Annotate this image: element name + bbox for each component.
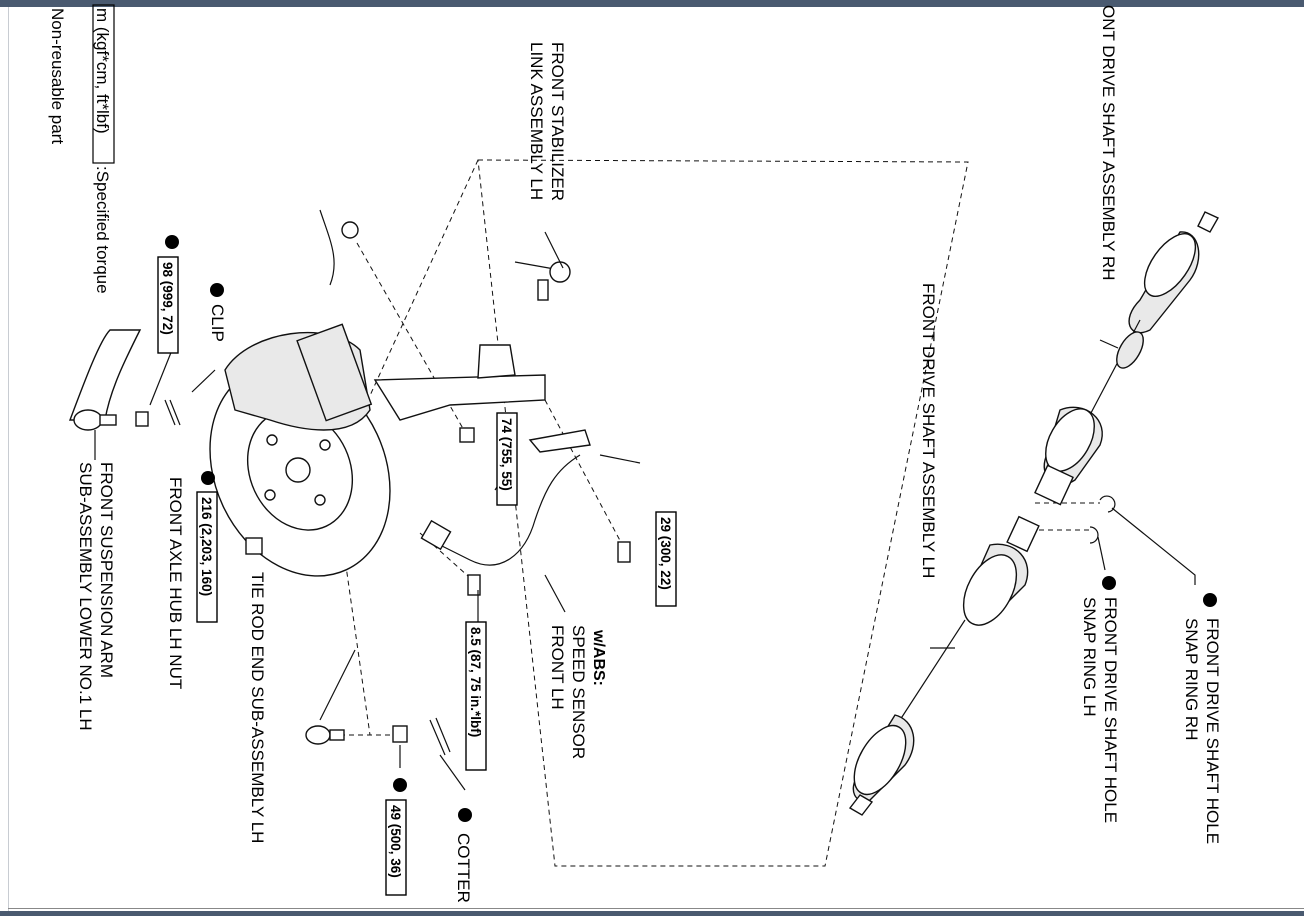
cotter-pin-icon xyxy=(429,717,451,756)
torque-box-98 xyxy=(157,256,179,354)
non-reusable-marker xyxy=(458,808,472,822)
leader-stabilizer xyxy=(544,231,564,269)
legend-torque-desc: :Specified torque xyxy=(93,166,112,294)
torque-74: 74 (755, 55) xyxy=(499,418,514,491)
non-reusable-marker xyxy=(1102,576,1116,590)
drive-shaft-lh xyxy=(848,515,1040,816)
bolt-29 xyxy=(617,541,631,563)
leader-cotter xyxy=(439,754,466,791)
non-reusable-marker xyxy=(1203,593,1217,607)
label-speed-sensor-1: SPEED SENSOR xyxy=(569,625,588,759)
torque-legend-box xyxy=(92,4,115,164)
label-snap-ring-lh-2: SNAP RING LH xyxy=(1080,597,1099,717)
torque-box-216 xyxy=(196,491,218,623)
window-top-bar xyxy=(0,0,1304,7)
leader-speed-sensor xyxy=(544,574,566,613)
legend: m (kgf*cm, ft*lbf) :Specified torque Non… xyxy=(48,4,115,294)
torque-29: 29 (300, 22) xyxy=(658,517,673,590)
label-axle-hub-nut: FRONT AXLE HUB LH NUT xyxy=(166,477,185,689)
torque-box-74 xyxy=(496,412,518,506)
speed-sensor-cable xyxy=(319,209,641,566)
torque-box-8-5 xyxy=(465,621,487,771)
leader-clip xyxy=(191,369,216,393)
torque-box-49 xyxy=(385,799,407,896)
nut-74 xyxy=(459,427,475,443)
non-reusable-marker xyxy=(201,471,215,485)
label-drive-shaft-lh: FRONT DRIVE SHAFT ASSEMBLY LH xyxy=(919,283,938,578)
hub-nut xyxy=(245,537,263,555)
label-speed-sensor-2: FRONT LH xyxy=(548,625,567,710)
torque-8-5: 8.5 (87, 75 in.*lbf) xyxy=(468,627,483,737)
torque-box-29 xyxy=(655,511,677,607)
label-stabilizer-link-1: FRONT STABILIZER xyxy=(548,42,567,201)
label-drive-shaft-rh: ONT DRIVE SHAFT ASSEMBLY RH xyxy=(1099,5,1118,281)
window-bottom-bar xyxy=(0,911,1304,916)
snap-ring-lh xyxy=(1089,526,1099,544)
label-cotter: COTTER xyxy=(454,833,473,903)
label-stabilizer-link-2: LINK ASSEMBLY LH xyxy=(527,42,546,200)
clip-icon xyxy=(164,399,181,426)
dashed-leader xyxy=(342,544,371,736)
leader-snap-rh xyxy=(1111,507,1196,585)
drive-shaft-rh xyxy=(1034,211,1219,506)
snap-ring-rh xyxy=(1099,495,1116,513)
torque-98: 98 (999, 72) xyxy=(160,262,175,335)
label-snap-ring-rh-1: FRONT DRIVE SHAFT HOLE xyxy=(1203,618,1222,844)
leader-snap-lh xyxy=(1097,536,1106,571)
torque-216: 216 (2,203, 160) xyxy=(199,497,214,596)
leader-98 xyxy=(149,349,173,406)
non-reusable-marker xyxy=(210,283,224,297)
label-snap-ring-rh-2: SNAP RING RH xyxy=(1182,618,1201,741)
label-suspension-arm-1: FRONT SUSPENSION ARM xyxy=(97,462,116,678)
non-reusable-marker xyxy=(165,235,179,249)
legend-non-reusable: Non-reusable part xyxy=(48,8,67,144)
tie-rod-end xyxy=(305,649,356,745)
label-snap-ring-lh-1: FRONT DRIVE SHAFT HOLE xyxy=(1101,597,1120,823)
label-tie-rod-end: TIE ROD END SUB-ASSEMBLY LH xyxy=(248,572,267,843)
brake-disc-assembly xyxy=(209,323,546,577)
suspension-arm xyxy=(68,329,142,431)
frame-bottom-border xyxy=(8,908,1304,909)
drive-shaft-dashed-outline xyxy=(477,159,969,867)
leader-shaft-rh xyxy=(1099,339,1119,349)
stabilizer-link xyxy=(514,261,571,301)
legend-torque-unit: m (kgf*cm, ft*lbf) xyxy=(93,8,112,134)
dashed-leader xyxy=(544,399,625,549)
label-clip: CLIP xyxy=(208,304,227,342)
non-reusable-marker xyxy=(393,778,407,792)
tie-rod-nut xyxy=(392,725,408,743)
torque-49: 49 (500, 36) xyxy=(388,805,403,878)
bolt-85 xyxy=(467,574,481,596)
label-suspension-arm-2: SUB-ASSEMBLY LOWER NO.1 LH xyxy=(76,462,95,731)
clip-nut xyxy=(135,411,149,427)
label-speed-sensor-abs: w/ABS: xyxy=(590,629,607,686)
frame-left-border xyxy=(8,7,9,911)
